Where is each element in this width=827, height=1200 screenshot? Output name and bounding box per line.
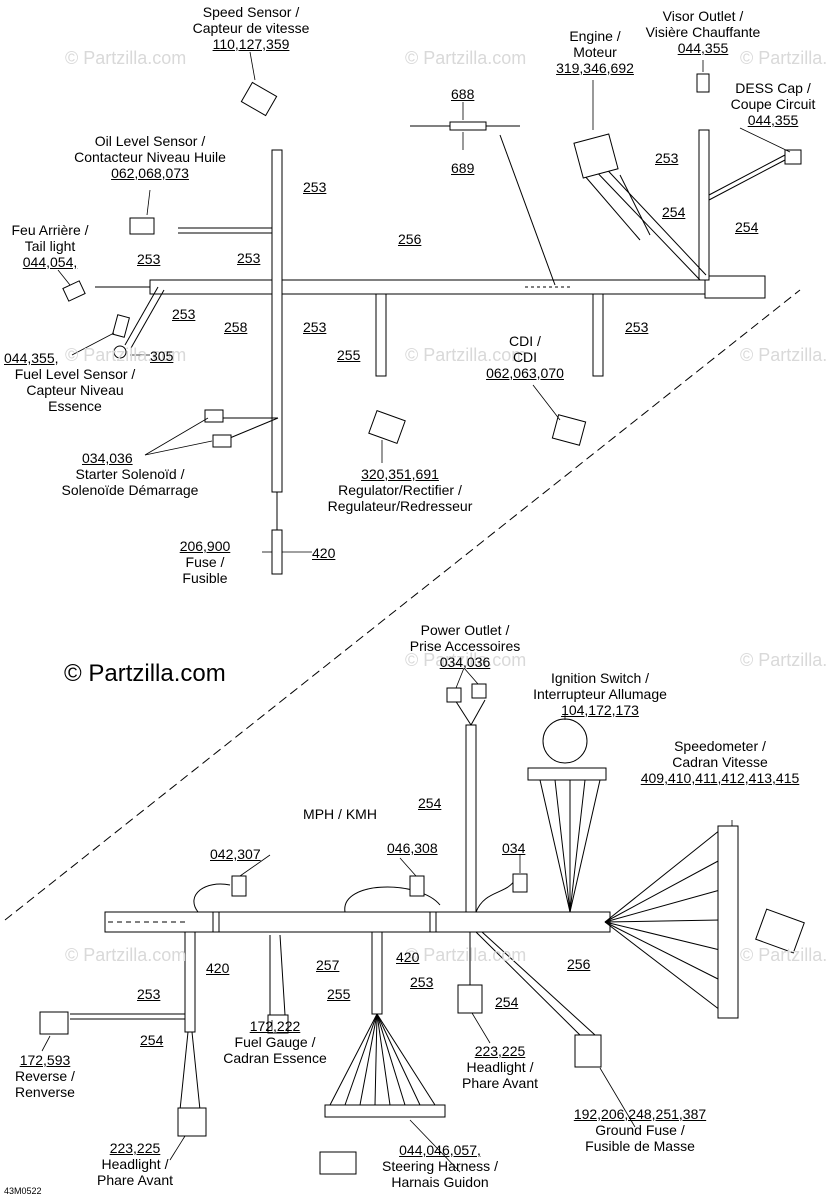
speed-sensor-label: Speed Sensor /Capteur de vitesse 110,127…: [192, 4, 310, 52]
clip-688-689: [449, 121, 487, 131]
ref-420-right: 420: [396, 949, 420, 965]
watermark: © Partzilla.com: [740, 345, 827, 365]
partzilla-logo: © Partzilla.com: [64, 660, 226, 687]
connector-034-label: 034: [502, 840, 526, 856]
fuel-gauge-label: 172,222 Fuel Gauge /Cadran Essence: [223, 1018, 327, 1066]
ref-253-cdi: 253: [625, 319, 649, 335]
ref-688: 688: [451, 86, 475, 102]
fuse-label: 206,900 Fuse /Fusible: [179, 538, 231, 586]
top-harness: [95, 125, 786, 575]
ignition-label: Ignition Switch /Interrupteur Allumage 1…: [533, 670, 667, 718]
regulator-connector: [368, 409, 406, 445]
ref-689: 689: [451, 160, 475, 176]
headlight-left-label: 223,225 Headlight /Phare Avant: [96, 1140, 174, 1188]
watermark: © Partzilla.com: [65, 48, 187, 68]
watermark: © Partzilla.com: [740, 945, 827, 965]
leaders: [41, 51, 791, 1173]
ref-258: 258: [224, 319, 248, 335]
starter-connector-a: [204, 409, 224, 423]
cdi-label: CDI /CDI 062,063,070: [486, 333, 564, 381]
watermark: © Partzilla.com: [405, 48, 527, 68]
diagram-code: 43M0522: [4, 1186, 42, 1196]
ref-253-speed: 253: [303, 179, 327, 195]
ref-420-left: 420: [206, 960, 230, 976]
oil-level-label: Oil Level Sensor /Contacteur Niveau Huil…: [74, 133, 226, 181]
mph-parts-right: 046,308: [387, 840, 438, 856]
mph-connector-left: [231, 875, 247, 897]
ref-254-ground: 254: [495, 994, 519, 1010]
starter-connector-b: [212, 434, 232, 448]
watermark: © Partzilla.com: [405, 945, 527, 965]
ref-254-visor: 254: [735, 219, 759, 235]
visor-connector: [696, 73, 710, 93]
watermark: © Partzilla.com: [405, 345, 527, 365]
mph-parts-left: 042,307: [210, 846, 261, 862]
dess-label: DESS Cap /Coupe Circuit 044,355: [730, 80, 816, 128]
ref-254-engine: 254: [662, 204, 686, 220]
fuel-level-label: 044,355, Fuel Level Sensor /Capteur Nive…: [4, 350, 136, 414]
oil-sensor-connector: [129, 217, 155, 235]
fuel-gauge-connector: [267, 1014, 289, 1034]
connector-034: [512, 873, 528, 893]
visor-label: Visor Outlet /Visière Chauffante 044,355: [645, 8, 761, 56]
engine-label: Engine /Moteur 319,346,692: [556, 28, 634, 76]
ref-254-power: 254: [418, 795, 442, 811]
headlight-right-label: 223,225 Headlight /Phare Avant: [461, 1043, 539, 1091]
connectors: [39, 73, 805, 1175]
ref-256-bottom: 256: [567, 956, 591, 972]
watermark: © Partzilla.com: [740, 650, 827, 670]
watermark: © Partzilla.com: [740, 48, 827, 68]
power-outlet-connector-b: [471, 683, 487, 699]
ref-255: 255: [337, 347, 361, 363]
ground-fuse-connector: [574, 1034, 602, 1068]
ground-fuse-label: 192,206,248,251,387 Ground Fuse /Fusible…: [573, 1106, 707, 1154]
ref-257: 257: [316, 957, 340, 973]
speedo-plug: [755, 908, 805, 954]
fuel-sensor-eyelet: [113, 345, 127, 359]
mph-connector-right: [409, 875, 425, 897]
fuel-sensor-connector: [112, 314, 130, 338]
headlight-right-connector: [457, 984, 483, 1014]
watermark: © Partzilla.com: [65, 945, 187, 965]
engine-connector: [573, 133, 619, 179]
ref-253-starter: 253: [303, 319, 327, 335]
watermark: © Partzilla.com: [65, 345, 187, 365]
reverse-label: 172,593 Reverse /Renverse: [15, 1052, 75, 1100]
regulator-label: 320,351,691 Regulator/Rectifier /Regulat…: [327, 466, 473, 514]
ref-253-fuel: 253: [172, 306, 196, 322]
section-divider: [4, 289, 801, 921]
steering-plug: [319, 1151, 357, 1175]
power-outlet-label: Power Outlet /Prise Accessoires 034,036: [409, 622, 521, 670]
ref-253-reverse: 253: [137, 986, 161, 1002]
ref-253-oil: 253: [237, 250, 261, 266]
dess-connector: [784, 149, 802, 165]
headlight-left-connector: [177, 1107, 207, 1137]
starter-label: 034,036 Starter Solenoïd /Solenoïde Déma…: [61, 450, 199, 498]
watermark: © Partzilla.com: [405, 650, 527, 670]
ref-305: 305: [150, 348, 174, 364]
tail-light-connector: [62, 280, 86, 302]
ref-256: 256: [398, 231, 422, 247]
ref-253-visor: 253: [655, 150, 679, 166]
reverse-connector: [39, 1011, 69, 1035]
bottom-harness: [70, 699, 739, 1118]
ref-253-tail: 253: [137, 251, 161, 267]
steering-label: 044,046,057, Steering Harness /Harnais G…: [382, 1142, 498, 1190]
speed-sensor-connector: [240, 81, 278, 117]
cdi-connector: [551, 414, 587, 446]
ref-253-headlight: 253: [410, 974, 434, 990]
power-outlet-connector-a: [446, 687, 462, 703]
ref-255-bottom: 255: [327, 986, 351, 1002]
mph-kmh-label: MPH / KMH: [303, 806, 377, 822]
tail-light-label: Feu Arrière /Tail light 044,054,: [11, 222, 89, 270]
ref-420-fuse: 420: [312, 545, 336, 561]
speedometer-label: Speedometer /Cadran Vitesse 409,410,411,…: [640, 738, 800, 786]
ref-254-reverse: 254: [140, 1032, 164, 1048]
